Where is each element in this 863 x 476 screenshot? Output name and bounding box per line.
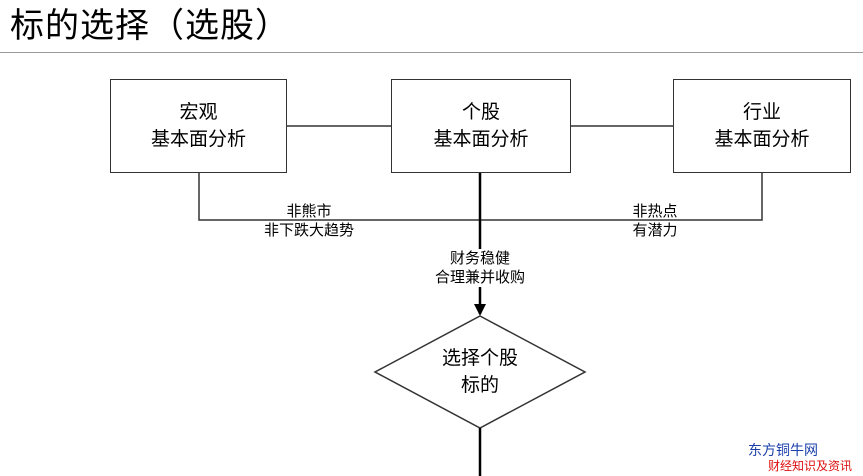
industry-analysis-box: 行业 基本面分析 bbox=[673, 79, 851, 173]
macro-edge-label-line1: 非熊市 bbox=[286, 202, 332, 220]
stock-box-line2: 基本面分析 bbox=[433, 128, 529, 150]
decision-label-line2: 标的 bbox=[460, 374, 499, 396]
macro-edge-label: 非熊市 非下跌大趋势 bbox=[250, 202, 368, 240]
decision-label: 选择个股 标的 bbox=[420, 345, 540, 399]
industry-edge-label: 非热点 有潜力 bbox=[615, 202, 695, 240]
macro-box-line2: 基本面分析 bbox=[150, 128, 246, 150]
macro-analysis-box: 宏观 基本面分析 bbox=[110, 79, 287, 173]
watermark-site-name: 东方铜牛网 bbox=[748, 443, 818, 459]
industry-edge-label-line2: 有潜力 bbox=[632, 221, 678, 239]
stock-edge-label-line2: 合理兼并收购 bbox=[434, 268, 525, 286]
stock-edge-label: 财务稳健 合理兼并收购 bbox=[418, 249, 542, 287]
industry-edge-label-line1: 非热点 bbox=[632, 202, 678, 220]
stock-edge-label-line1: 财务稳健 bbox=[449, 249, 510, 267]
page-title: 标的选择（选股） bbox=[10, 6, 290, 46]
stock-analysis-box: 个股 基本面分析 bbox=[391, 79, 571, 173]
stock-box-line1: 个股 bbox=[461, 101, 500, 123]
industry-box-line1: 行业 bbox=[742, 101, 781, 123]
watermark-tagline: 财经知识及资讯 bbox=[768, 459, 853, 473]
title-divider bbox=[0, 52, 863, 53]
industry-box-line2: 基本面分析 bbox=[714, 128, 810, 150]
macro-box-line1: 宏观 bbox=[179, 101, 218, 123]
macro-edge-label-line2: 非下跌大趋势 bbox=[263, 221, 354, 239]
connector-macro-branch bbox=[198, 173, 480, 221]
connector-industry-branch bbox=[480, 173, 763, 221]
decision-label-line1: 选择个股 bbox=[441, 347, 518, 369]
